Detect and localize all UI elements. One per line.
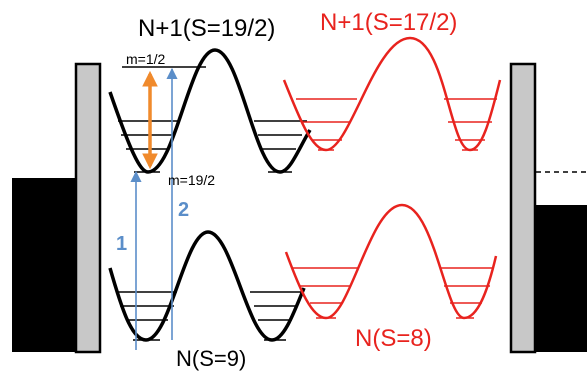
left-electrode — [74, 62, 102, 354]
bottom-black-potential — [108, 230, 306, 342]
right-electrode — [509, 62, 537, 354]
top-red-potential — [282, 36, 502, 152]
label-m-top: m=1/2 — [126, 51, 166, 67]
label-bottom-red-state: N(S=8) — [355, 325, 432, 352]
right-lead — [534, 205, 587, 352]
label-top-black-state: N+1(S=19/2) — [138, 15, 275, 42]
label-m-bottom: m=19/2 — [168, 172, 215, 188]
label-transition-1: 1 — [116, 233, 127, 255]
top-black-potential — [108, 48, 312, 174]
bottom-red-potential — [284, 203, 498, 320]
label-transition-2: 2 — [178, 199, 189, 221]
label-top-red-state: N+1(S=17/2) — [320, 9, 457, 36]
label-bottom-black-state: N(S=9) — [176, 346, 246, 371]
